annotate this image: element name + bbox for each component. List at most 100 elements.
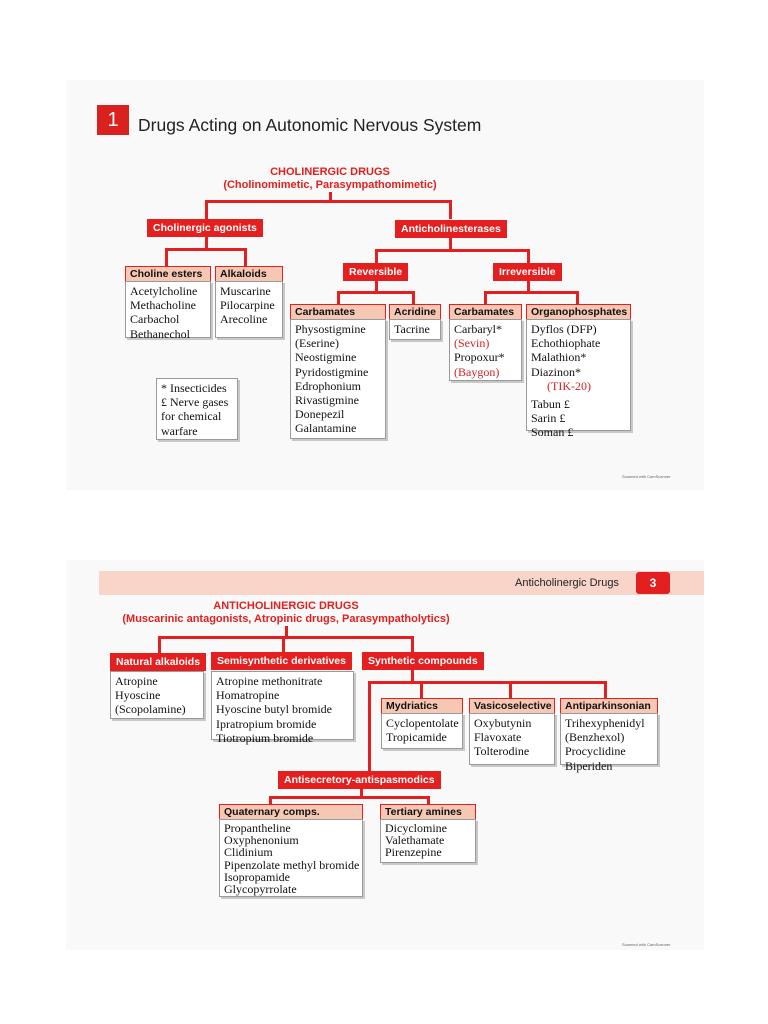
list-item: Tiotropium bromide (216, 730, 314, 745)
connector (484, 291, 579, 294)
semisynthetic-list: Atropine methonitrate Homatropine Hyosci… (211, 671, 354, 745)
connector (449, 200, 452, 219)
list-item: Pilocarpine (220, 298, 275, 313)
connector (244, 248, 247, 266)
connector (205, 236, 208, 250)
connector (368, 681, 371, 780)
mydriatics-list: Cyclopentolate Tropicamide (381, 713, 463, 749)
list-item: (Benzhexol) (565, 730, 625, 745)
list-item: Hyoscine (115, 688, 161, 703)
list-item: Isopropamide (224, 869, 290, 884)
irreversible-header: Irreversible (493, 263, 562, 281)
choline-esters-header: Choline esters (125, 266, 211, 282)
list-item: Tacrine (394, 322, 430, 336)
acridine-header: Acridine (389, 304, 441, 320)
mydriatics-header: Mydriatics (381, 698, 463, 714)
connector (165, 248, 247, 251)
anticholinergic-subtitle: (Muscarinic antagonists, Atropinic drugs… (122, 613, 450, 625)
semisynthetic-header: Semisynthetic derivatives (211, 652, 352, 670)
cholinergic-main-title: CHOLINERGIC DRUGS (270, 166, 390, 178)
cholinergic-agonists-header: Cholinergic agonists (147, 219, 263, 237)
connector (165, 248, 168, 266)
antiparkinsonian-list: Trihexyphenidyl (Benzhexol) Procyclidine… (560, 713, 658, 773)
connector (604, 681, 607, 699)
legend-box: * Insecticides £ Nerve gases for chemica… (156, 378, 238, 440)
connector (509, 681, 512, 699)
list-item: (TIK-20) (547, 378, 591, 393)
connector (285, 626, 288, 638)
list-item: Homatropine (216, 688, 280, 703)
list-item: Methacholine (130, 298, 196, 313)
list-item: Trihexyphenidyl (565, 716, 645, 730)
list-item: Diazinon* (531, 364, 581, 379)
cholinergic-subtitle: (Cholinomimetic, Parasympathomimetic) (223, 179, 437, 191)
list-item: Oxybutynin (474, 716, 532, 730)
tertiary-list: Dicyclomine Valethamate Pirenzepine (380, 819, 476, 863)
anticholinergic-title: ANTICHOLINERGIC DRUGS (Muscarinic antago… (115, 600, 457, 626)
list-item: Edrophonium (295, 378, 361, 393)
list-item: Acetylcholine (130, 284, 198, 298)
connector (329, 192, 332, 202)
anticholinesterases-header: Anticholinesterases (395, 220, 507, 238)
irrev-carbamates-list: Carbaryl* (Sevin) Propoxur* (Baygon) (449, 319, 522, 381)
choline-esters-list: Acetylcholine Methacholine Carbachol Bet… (125, 281, 211, 341)
list-item: Atropine methonitrate (216, 674, 323, 688)
scanner-footer: Scanned with CamScanner (622, 942, 671, 947)
list-item: Flavoxate (474, 730, 522, 745)
connector (337, 291, 340, 304)
connector (375, 249, 530, 252)
list-item: Neostigmine (295, 350, 357, 365)
organophosphates-header: Organophosphates (526, 304, 631, 320)
alkaloids-header: Alkaloids (215, 266, 283, 282)
list-item: Tabun £ (531, 397, 570, 412)
list-item: Cyclopentolate (386, 716, 459, 730)
list-item: (Scopolamine) (115, 702, 186, 717)
page-header-title: Anticholinergic Drugs (515, 577, 619, 589)
connector (576, 291, 579, 304)
list-item: (Baygon) (454, 364, 500, 379)
organophosphates-list: Dyflos (DFP) Echothiophate Malathion* Di… (526, 319, 631, 439)
list-item: Echothiophate (531, 336, 601, 351)
list-item: Pyridostigmine (295, 364, 369, 379)
legend-item: for chemical (161, 409, 222, 424)
connector (269, 796, 272, 805)
legend-item: * Insecticides (161, 381, 227, 395)
connector (205, 200, 208, 219)
list-item: Pipenzolate methyl bromide (224, 857, 360, 872)
irrev-carbamates-header: Carbamates (449, 304, 522, 320)
connector (412, 291, 415, 304)
acridine-list: Tacrine (389, 319, 441, 340)
connector (527, 281, 530, 293)
connector (449, 237, 452, 251)
connector (205, 200, 451, 203)
connector (360, 788, 363, 798)
list-item: Donepezil (295, 407, 345, 422)
rev-carbamates-list: Physostigmine (Eserine) Neostigmine Pyri… (290, 319, 386, 439)
list-item: Tolterodine (474, 744, 530, 759)
connector (337, 291, 415, 294)
list-item: (Sevin) (454, 336, 490, 351)
antiparkinsonian-header: Antiparkinsonian (560, 698, 658, 714)
alkaloids-list: Muscarine Pilocarpine Arecoline (215, 281, 283, 338)
list-item: Dyflos (DFP) (531, 322, 597, 336)
anticholinergic-main-title: ANTICHOLINERGIC DRUGS (213, 600, 359, 612)
connector (375, 281, 378, 293)
list-item: Muscarine (220, 284, 271, 298)
list-item: Biperiden (565, 758, 613, 773)
list-item: Malathion* (531, 350, 587, 365)
scanner-footer: Scanned with CamScanner (622, 474, 671, 479)
reversible-header: Reversible (343, 263, 409, 281)
list-item: Propantheline (224, 821, 291, 835)
list-item: Hyoscine butyl bromide (216, 702, 332, 717)
list-item: Carbachol (130, 312, 180, 327)
connector (158, 636, 414, 639)
list-item: Carbaryl* (454, 322, 502, 336)
list-item: Rivastigmine (295, 393, 359, 408)
chapter-number-badge: 1 (97, 105, 129, 135)
quaternary-list: Propantheline Oxyphenonium Clidinium Pip… (219, 819, 363, 897)
connector (269, 796, 430, 799)
connector (411, 669, 414, 683)
page-header-band (99, 571, 704, 595)
list-item: Arecoline (220, 312, 268, 327)
connector (368, 681, 607, 684)
